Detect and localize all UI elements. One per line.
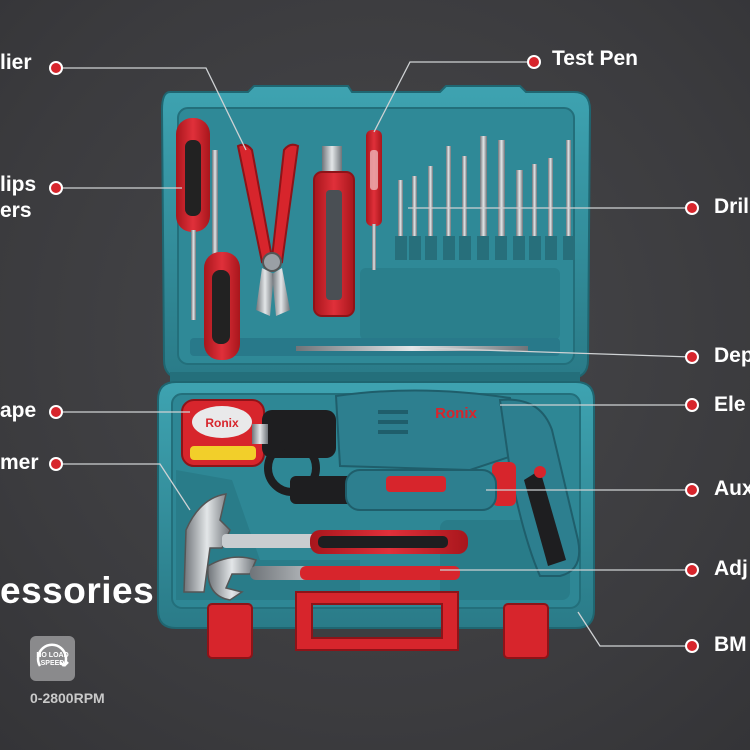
latch-right xyxy=(503,603,549,659)
callout-adjustable: Adj xyxy=(714,557,748,580)
drill-bit-slot xyxy=(563,236,575,260)
drill-bit-slot xyxy=(443,236,455,260)
drill-bit xyxy=(516,170,523,258)
leader-dot xyxy=(685,398,699,412)
drill-bit xyxy=(428,166,433,258)
leader-dot xyxy=(685,639,699,653)
drill-bit-slot xyxy=(513,236,525,260)
carry-handle xyxy=(295,591,459,651)
leader-line xyxy=(373,61,534,133)
drill-bit xyxy=(462,156,467,258)
leader-dot xyxy=(685,483,699,497)
tape-brand-label: Ronix xyxy=(205,416,239,430)
leader-line xyxy=(419,347,693,358)
drill-bit xyxy=(532,164,537,258)
latch-left xyxy=(207,603,253,659)
rotation-arrow-icon xyxy=(36,643,69,667)
impact-drill: Ronix xyxy=(252,389,581,577)
drill-bit-slot xyxy=(495,236,507,260)
leader-dot xyxy=(49,61,63,75)
callout-electric: Ele xyxy=(714,393,746,416)
screwdriver-left xyxy=(176,118,210,320)
callout-test-pen: Test Pen xyxy=(552,47,638,70)
combination-pliers xyxy=(236,143,300,316)
auxiliary-handle xyxy=(264,440,497,511)
drill-bit xyxy=(412,176,417,258)
drill-bit-slot xyxy=(529,236,541,260)
drill-bit-slot xyxy=(459,236,471,260)
test-pen-tool xyxy=(366,130,382,270)
leader-line xyxy=(577,611,692,647)
leader-line xyxy=(56,67,247,151)
badge-line-1: NO LOAD xyxy=(36,652,69,659)
utility-knife xyxy=(313,146,355,317)
callout-phillips: lips xyxy=(0,173,37,196)
drill-bit xyxy=(498,140,505,258)
callout-hammer: mer xyxy=(0,451,39,474)
callout-bmc: BM xyxy=(714,633,747,656)
drill-bit-slot xyxy=(425,236,437,260)
leader-dot xyxy=(49,457,63,471)
depth-gauge-rod xyxy=(296,346,528,351)
leader-dot xyxy=(49,405,63,419)
drill-bit xyxy=(480,136,487,258)
drill-bit xyxy=(446,146,451,258)
adjustable-wrench xyxy=(207,556,460,601)
callout-plier: lier xyxy=(0,51,32,74)
callout-tape: ape xyxy=(0,399,37,422)
callout-screwdrivers: ers xyxy=(0,199,32,222)
leader-dot xyxy=(527,55,541,69)
callout-auxiliary: Aux xyxy=(714,477,750,500)
drill-bit xyxy=(398,180,403,258)
speed-rating: 0-2800RPM xyxy=(30,690,105,706)
drill-bit-slot xyxy=(477,236,489,260)
tape-measure: Ronix xyxy=(181,399,265,467)
claw-hammer xyxy=(183,493,468,593)
leader-dot xyxy=(685,350,699,364)
drill-brand-label: Ronix xyxy=(435,405,477,422)
callout-depth: Dep xyxy=(714,344,750,367)
leader-dot xyxy=(49,181,63,195)
badge-line-2: SPEED xyxy=(40,660,65,667)
leader-line xyxy=(56,463,191,511)
leader-dot xyxy=(685,201,699,215)
leader-dot xyxy=(685,563,699,577)
callout-leaders xyxy=(49,55,699,653)
no-load-speed-badge: NO LOAD SPEED xyxy=(30,636,75,681)
callout-drill-bits: Dril xyxy=(714,195,750,218)
screwdriver-right xyxy=(204,150,240,360)
drill-bit-slot xyxy=(409,236,421,260)
drill-bit-slot xyxy=(545,236,557,260)
drill-bit xyxy=(566,140,571,258)
accessories-headline: essories xyxy=(0,570,155,611)
drill-bit-slot xyxy=(395,236,407,260)
